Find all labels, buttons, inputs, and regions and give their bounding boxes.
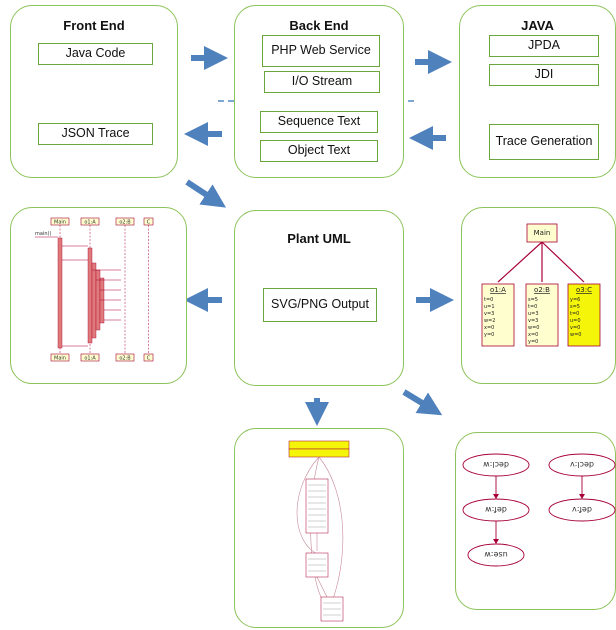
plant-uml-title: Plant UML (287, 231, 351, 246)
arrow-frontend-to-plantuml (185, 179, 227, 208)
participant-o1-bottom-label: o1:A (84, 356, 96, 362)
object-o2-name: o2:B (534, 286, 550, 294)
object-field: u=0 (570, 318, 581, 324)
object-field: y=6 (570, 297, 580, 303)
json-trace-box: JSON Trace (38, 123, 153, 145)
participant-c-bottom-label: C (147, 356, 151, 362)
object-field: t=0 (484, 297, 493, 303)
object-field: y=0 (484, 332, 494, 338)
object-o2-box (525, 283, 559, 347)
def-use-graph-thumbnail: decl:w def:w use:w decl:v def:v (462, 453, 616, 567)
object-field: y=0 (528, 339, 538, 345)
object-field: u=3 (528, 311, 539, 317)
node-def-w-label: def:w (485, 505, 507, 514)
object-o3-name: o3:C (576, 286, 592, 294)
node-decl-v-label: decl:v (570, 460, 594, 469)
participant-main-label: Main (54, 220, 66, 226)
svg-png-output-box: SVG/PNG Output (263, 288, 377, 322)
participant-o1-label: o1:A (84, 220, 96, 226)
object-diagram-thumbnail: Main o1:A o2:B o3:C t=0 u=1 v=3 w=2 x=0 … (481, 223, 601, 347)
object-field: x=0 (528, 332, 538, 338)
jpda-box: JPDA (489, 35, 599, 57)
trace-generation-box: Trace Generation (489, 124, 599, 160)
object-field: w=2 (484, 318, 495, 324)
object-field: s=5 (528, 297, 538, 303)
o1-activation (87, 247, 93, 344)
object-o3-box (567, 283, 601, 347)
object-field: v=0 (570, 325, 580, 331)
participant-c-label: C (147, 220, 151, 226)
front-end-panel: Front End Java Code JSON Trace (10, 5, 178, 178)
participant-main-bottom (50, 353, 70, 362)
arrow-plantuml-to-ellipse (402, 389, 443, 416)
plant-uml-panel: Plant UML SVG/PNG Output (234, 210, 404, 386)
java-title: JAVA (521, 18, 554, 33)
participant-o2-bottom (115, 353, 135, 362)
participant-c-bottom (143, 353, 154, 362)
class-diagram-panel (234, 428, 404, 628)
participant-o2-bottom-label: o2:B (119, 356, 131, 362)
jdi-box: JDI (489, 64, 599, 86)
participant-main-bottom-label: Main (54, 356, 66, 362)
object-field: s=5 (570, 304, 580, 310)
main-activation (57, 237, 63, 349)
object-field: v=3 (528, 318, 538, 324)
object-text-box: Object Text (260, 140, 378, 162)
participant-o1-bottom (80, 353, 100, 362)
node-def-v-label: def:v (572, 505, 592, 514)
def-use-graph-panel: decl:w def:w use:w decl:v def:v (455, 432, 616, 610)
object-field: w=0 (528, 325, 539, 331)
back-end-title: Back End (289, 18, 349, 33)
node-decl-w-label: decl:w (483, 460, 509, 469)
back-end-panel: Back End PHP Web Service I/O Stream Sequ… (234, 5, 404, 178)
object-field: v=3 (484, 311, 494, 317)
io-stream-box: I/O Stream (264, 71, 380, 93)
object-diagram-panel: Main o1:A o2:B o3:C t=0 u=1 v=3 w=2 x=0 … (461, 207, 616, 384)
node-use-w-label: use:w (484, 550, 508, 559)
front-end-title: Front End (63, 18, 125, 33)
class-diagram-thumbnail (288, 440, 350, 622)
php-web-service-box: PHP Web Service (262, 35, 380, 67)
main-object-box (526, 223, 558, 243)
object-o1-box (481, 283, 515, 347)
java-panel: JAVA JPDA JDI Trace Generation (459, 5, 616, 178)
object-o1-name: o1:A (490, 286, 506, 294)
object-field: w=0 (570, 332, 581, 338)
participant-o2-label: o2:B (119, 220, 131, 226)
main-object-label: Main (534, 229, 551, 237)
object-field: x=0 (484, 325, 494, 331)
object-field: t=0 (570, 311, 579, 317)
object-field: u=1 (484, 304, 495, 310)
first-message-label: main() (35, 231, 51, 237)
sequence-diagram-panel: Main o1:A o2:B C Main o1:A o2:B C (10, 207, 187, 384)
sequence-diagram-thumbnail: Main o1:A o2:B C Main o1:A o2:B C (35, 217, 154, 362)
sequence-text-box: Sequence Text (260, 111, 378, 133)
object-field: t=0 (528, 304, 537, 310)
java-code-box: Java Code (38, 43, 153, 65)
